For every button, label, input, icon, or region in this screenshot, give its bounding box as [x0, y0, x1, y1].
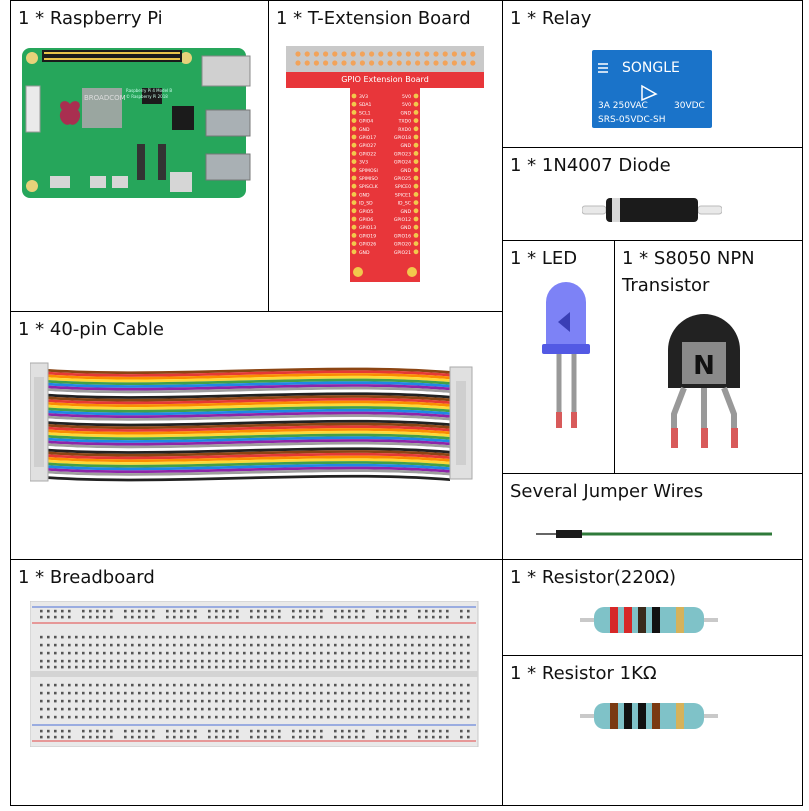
- pin-label-right: GND: [400, 143, 411, 149]
- pin-label-right: ID_SC: [398, 201, 411, 207]
- pin-label-left: GND: [359, 127, 370, 133]
- diode-image: [582, 198, 722, 222]
- cell-transistor: 1 * S8050 NPN Transistor N: [614, 240, 802, 473]
- cell-jumper-wires: Several Jumper Wires: [502, 473, 802, 559]
- pin-label-right: 5V0: [402, 94, 411, 100]
- pin-label-right: GND: [400, 110, 411, 116]
- breadboard-label: 1 * Breadboard: [18, 567, 155, 588]
- pin-label-left: SCL1: [359, 110, 371, 116]
- pin-label-right: GND: [400, 168, 411, 174]
- pin-label-right: GPIO25: [394, 176, 411, 182]
- jumper-image: [536, 530, 772, 538]
- pin-label-left: SDA1: [359, 102, 372, 108]
- pin-label-left: SPIMOSI: [359, 168, 378, 174]
- cable-label: 1 * 40-pin Cable: [18, 319, 164, 340]
- relay-label: 1 * Relay: [510, 8, 592, 29]
- cell-relay: 1 * Relay SONGLE 3A 250VAC 30VDC SRS-05V…: [502, 0, 802, 147]
- raspberry-pi-label: 1 * Raspberry Pi: [18, 8, 163, 29]
- pin-label-right: SPICE1: [395, 192, 411, 198]
- pin-label-right: RXD0: [398, 127, 411, 133]
- resistor-1k-label: 1 * Resistor 1KΩ: [510, 663, 657, 684]
- pin-label-left: GPIO19: [359, 233, 376, 239]
- transistor-label: 1 * S8050 NPN Transistor: [622, 248, 755, 296]
- pin-label-left: GPIO26: [359, 242, 376, 248]
- cell-breadboard: 1 * Breadboard: [10, 559, 502, 806]
- pin-label-left: GPIO13: [359, 225, 376, 231]
- pin-label-right: GPIO20: [394, 242, 411, 248]
- led-label: 1 * LED: [510, 248, 578, 269]
- t-extension-banner: GPIO Extension Board: [341, 75, 429, 84]
- transistor-image: N: [668, 314, 740, 448]
- pin-label-left: GPIO4: [359, 119, 373, 125]
- cell-resistor-1k: 1 * Resistor 1KΩ: [502, 655, 802, 806]
- pin-label-right: GND: [400, 225, 411, 231]
- pin-label-right: GPIO18: [394, 135, 411, 141]
- cell-raspberry-pi: 1 * Raspberry Pi BROADCOM Raspberry Pi 4…: [10, 0, 268, 311]
- cell-resistor-220: 1 * Resistor(220Ω): [502, 559, 802, 655]
- pin-label-right: TXD0: [398, 119, 411, 125]
- cell-40pin-cable: 1 * 40-pin Cable: [10, 311, 502, 559]
- relay-model: SRS-05VDC-SH: [598, 115, 665, 125]
- board-year-text: © Raspberry Pi 2018: [126, 94, 168, 99]
- diode-label: 1 * 1N4007 Diode: [510, 155, 671, 176]
- board-model-text: Raspberry Pi 4 Model B: [126, 88, 172, 93]
- jumper-label: Several Jumper Wires: [510, 481, 704, 502]
- pin-label-left: GPIO5: [359, 209, 373, 215]
- pin-label-right: GPIO21: [394, 250, 411, 256]
- relay-brand: SONGLE: [622, 60, 680, 76]
- pin-label-right: GPIO23: [394, 151, 411, 157]
- pin-label-left: GPIO6: [359, 217, 373, 223]
- breadboard-image: [30, 601, 479, 747]
- pin-label-left: GND: [359, 192, 370, 198]
- pin-label-right: GPIO16: [394, 233, 411, 239]
- resistor-220-image: [580, 607, 718, 633]
- pin-label-left: SPISCLK: [359, 184, 379, 190]
- cable-image: [30, 362, 473, 482]
- resistor-220-label: 1 * Resistor(220Ω): [510, 567, 677, 588]
- pin-label-right: SPICE0: [395, 184, 411, 190]
- pin-label-left: GPIO22: [359, 151, 376, 157]
- cell-t-extension: 1 * T-Extension Board GPIO Extension Boa…: [268, 0, 502, 311]
- board-chip-text: BROADCOM: [84, 94, 126, 102]
- transistor-mark: N: [693, 351, 715, 381]
- cell-led: 1 * LED: [502, 240, 614, 473]
- pin-label-left: GND: [359, 250, 370, 256]
- pin-label-left: SPIMISO: [359, 176, 378, 182]
- relay-image: SONGLE 3A 250VAC 30VDC SRS-05VDC-SH: [592, 50, 712, 128]
- raspberry-pi-image: BROADCOM Raspberry Pi 4 Model B © Raspbe…: [22, 48, 251, 198]
- pin-label-right: GPIO24: [394, 160, 411, 166]
- relay-rating-left: 3A 250VAC: [598, 101, 648, 111]
- pin-label-left: 3V3: [359, 94, 368, 100]
- pin-label-left: 3V3: [359, 160, 368, 166]
- pin-label-left: ID_SD: [359, 201, 373, 207]
- pin-label-left: GPIO27: [359, 143, 376, 149]
- pin-label-right: GPIO12: [394, 217, 411, 223]
- pin-label-left: GPIO17: [359, 135, 376, 141]
- t-extension-label: 1 * T-Extension Board: [276, 8, 471, 29]
- relay-rating-right: 30VDC: [674, 101, 705, 111]
- resistor-1k-image: [580, 703, 718, 729]
- pin-label-right: 5V0: [402, 102, 411, 108]
- led-image: [542, 282, 590, 428]
- pin-label-right: GND: [400, 209, 411, 215]
- cell-diode: 1 * 1N4007 Diode: [502, 147, 802, 240]
